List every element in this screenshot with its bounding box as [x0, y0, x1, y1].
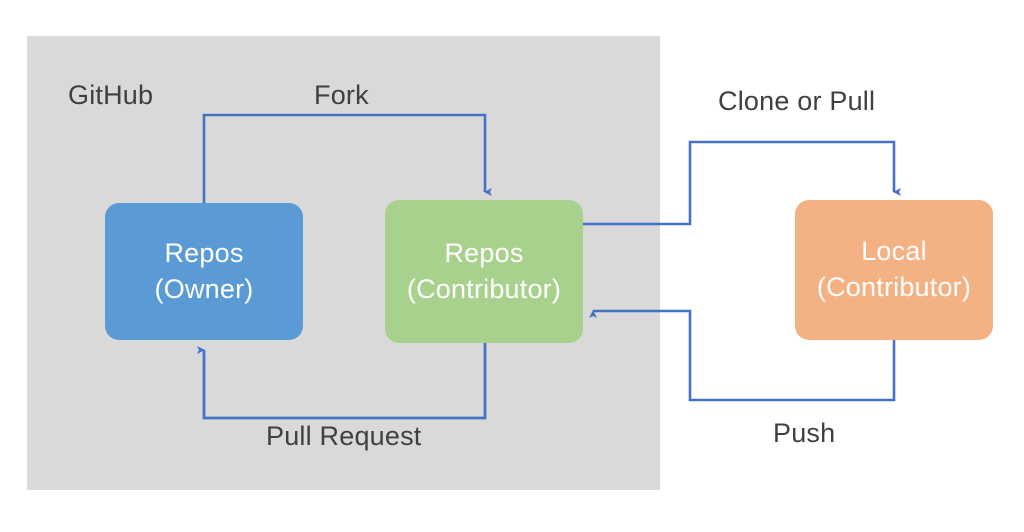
edge-fork-connector — [202, 113, 492, 203]
edge-label-pull-request: Pull Request — [266, 421, 422, 451]
edge-clone-or-pull-connector — [583, 140, 901, 226]
node-local-contributor[interactable]: Local (Contributor) — [795, 200, 993, 340]
edge-label-push: Push — [773, 418, 836, 448]
node-repos-contributor[interactable]: Repos (Contributor) — [385, 200, 583, 343]
node-repos-owner-label: Repos (Owner) — [154, 237, 254, 304]
edge-push-connector — [589, 309, 896, 402]
node-local-contributor-label: Local (Contributor) — [816, 236, 972, 302]
node-repos-contributor-label: Repos (Contributor) — [406, 237, 562, 304]
edge-pull-request-connector — [197, 343, 487, 420]
edge-label-clone-or-pull: Clone or Pull — [718, 86, 876, 116]
node-repos-owner[interactable]: Repos (Owner) — [105, 203, 303, 340]
edge-label-fork: Fork — [314, 80, 369, 110]
github-panel-label: GitHub — [68, 80, 154, 110]
